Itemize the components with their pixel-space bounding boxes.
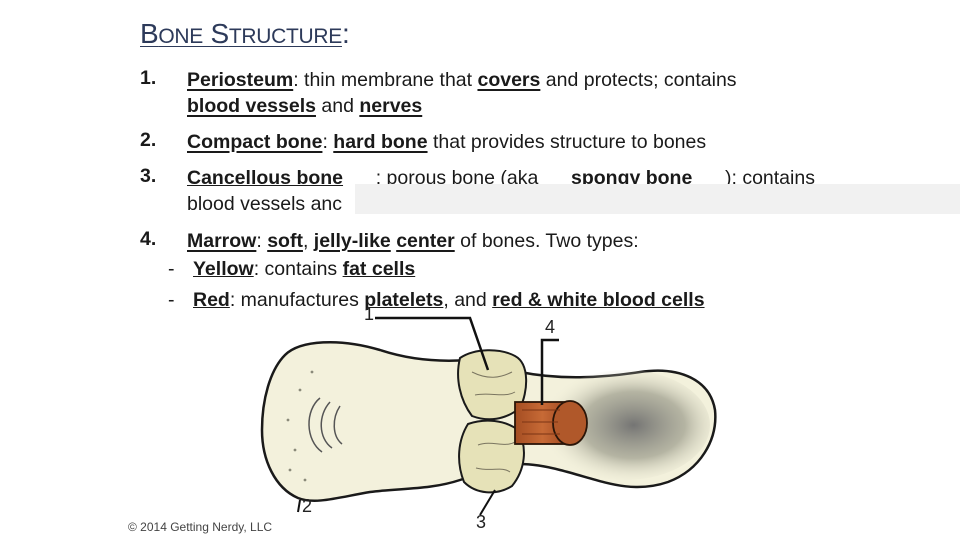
item-3-line-1: Cancellous bone : porous bone (aka spong… [187,165,815,191]
title-s-initial: S [210,18,229,49]
term-marrow: Marrow [187,230,257,252]
marrow-type-yellow: Yellow: contains fat cells [193,258,415,281]
keyword-hard-bone: hard bone [333,131,428,153]
item-number-2: 2. [140,129,157,151]
red-text-a: : manufactures [229,289,365,311]
item-number-4: 4. [140,228,157,250]
term-yellow: Yellow [193,258,254,280]
keyword-fat-cells: fat cells [342,258,416,280]
bone-groove [308,397,343,453]
item-4-text-d: of bones. Two types: [454,230,639,252]
leader-line-1 [375,316,490,371]
item-cancellous-bone: Cancellous bone : porous bone (aka spong… [187,165,817,217]
cartilage-texture [471,371,516,473]
marrow-type-red: Red: manufactures platelets, and red & w… [193,289,705,312]
slide-title: BONE STRUCTURE: [140,18,350,50]
title-b-initial: B [140,18,159,49]
bullet-dash-red: - [168,289,175,311]
bullet-dash-yellow: - [168,258,175,280]
item-3-text-a: : porous bone (aka [375,167,539,189]
title-underlined: BONE STRUCTURE [140,18,342,49]
keyword-center: center [396,230,455,252]
keyword-nerves: nerves [359,95,423,117]
item-4-text-a: : [256,230,268,252]
keyword-covers: covers [477,69,541,91]
keyword-soft: soft [267,230,303,252]
marrow-cylinder [514,400,588,446]
title-colon: : [341,18,350,49]
item-3-line-2: blood vessels anc [187,193,343,215]
diagram-label-3: 3 [476,512,486,532]
item-number-1: 1. [140,67,157,89]
term-compact-bone: Compact bone [187,131,323,153]
title-s-rest: TRUCTURE [228,25,342,48]
keyword-platelets: platelets [364,289,444,311]
bone-dots [286,370,314,482]
item-1-text-c: and [315,95,360,117]
title-b-rest: ONE [158,25,203,48]
leader-line-4-visible [540,338,559,405]
term-periosteum: Periosteum [187,69,294,91]
copyright-notice: © 2014 Getting Nerdy, LLC [128,520,273,534]
item-marrow: Marrow: soft, jelly-like center of bones… [187,228,817,254]
item-4-text-b: , [302,230,314,252]
term-cancellous-bone: Cancellous bone [187,167,344,189]
keyword-blood-vessels: blood vessels [187,95,316,117]
diagram-label-1: 1 [364,304,374,324]
item-compact-bone: Compact bone: hard bone that provides st… [187,129,817,155]
leader-line-3 [479,489,496,516]
yellow-text-a: : contains [253,258,343,280]
diagram-label-2: 2 [302,496,312,516]
item-3-text-b: ); contains [725,167,815,189]
obscuring-overlay [355,184,960,214]
term-red: Red [193,289,230,311]
diagram-label-4: 4 [545,317,555,337]
cartilage-lower [458,419,525,494]
keyword-red-white-blood-cells: red & white blood cells [492,289,705,311]
item-1-text-a: : thin membrane that [293,69,478,91]
item-2-text-b: that provides structure to bones [427,131,707,153]
red-text-b: , and [443,289,493,311]
keyword-spongy-bone: spongy bone [570,167,693,189]
leader-line-2 [297,499,301,513]
keyword-jelly-like: jelly-like [313,230,391,252]
spongy-region [540,370,710,480]
item-1-text-b: and protects; contains [540,69,737,91]
item-periosteum: Periosteum: thin membrane that covers an… [187,67,817,119]
item-number-3: 3. [140,165,157,187]
item-2-text-a: : [322,131,334,153]
